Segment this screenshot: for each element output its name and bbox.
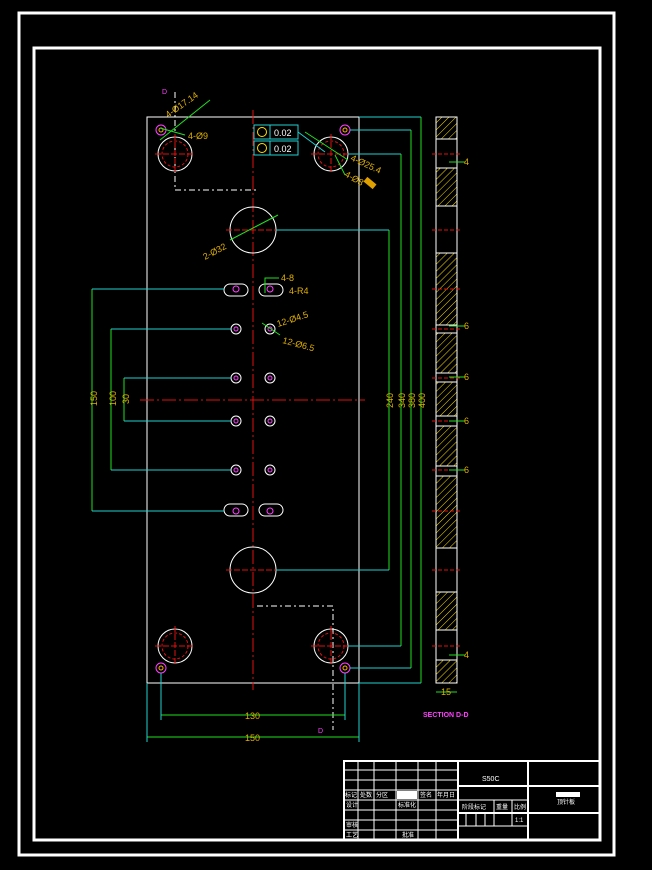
hatch-band-6 [435,425,458,467]
right-dimensions [276,116,422,684]
label-signature: 签名 [420,791,432,799]
section-dim-5: 6 [464,465,469,475]
hatch-band-4 [435,332,458,374]
pin-holes [230,323,276,476]
label-stage-mark: 阶段标记 [462,803,486,811]
title-block [343,760,601,841]
corner-hole-br [311,626,351,666]
section-line-top [174,92,257,191]
outer-border [17,11,616,857]
callout-slotR4: 4-R4 [289,286,309,296]
title-block-logo-bar [556,792,580,797]
section-dim-6: 4 [464,650,469,660]
bottom-dimensions [146,673,360,742]
slot-br [258,503,284,517]
label-mark: 标记 [345,791,357,799]
section-title: SECTION D-D [423,712,469,719]
dim-100-vertical: 100 [108,391,118,406]
part-name: 顶针板 [557,798,575,806]
corner-hole-tl [155,134,195,174]
corner-hole-bl [155,626,195,666]
hatch-band-9 [435,659,458,684]
title-block-filled-cell [397,791,417,799]
dim-150-horizontal: 150 [245,733,260,743]
label-standard: 标准化 [398,801,416,809]
callout-phi-small: 4-Ø8 [343,169,365,188]
small-hole-tr [339,124,351,136]
section-marker-top: D [162,89,167,96]
hatch-band-8 [435,591,458,631]
label-weight: 重量 [496,803,508,811]
section-dim-1: 4 [464,157,469,167]
label-zone: 分区 [376,791,388,799]
hatch-band-7 [435,475,458,549]
section-dim-4: 6 [464,416,469,426]
callout-phi17: 4-Ø17.14 [163,90,199,120]
label-process: 工艺 [346,831,358,839]
tolerance-value-1: 0.02 [274,128,292,138]
label-design: 设计 [346,801,358,809]
dim-340-vertical: 340 [397,393,407,408]
small-hole-br [339,662,351,674]
small-hole-tl [155,124,167,136]
small-hole-bl [155,662,167,674]
callout-slot8: 4-8 [281,273,294,283]
dim-400-vertical: 400 [417,393,427,408]
tolerance-frame-1: 0.02 [253,124,299,140]
dim-380-vertical: 380 [407,393,417,408]
label-scale: 比例 [514,803,526,811]
leader-marker [363,176,377,190]
label-count: 处数 [360,791,372,799]
hatch-band-2 [435,167,458,207]
slot-tr [258,283,284,297]
dim-130-horizontal: 130 [245,711,260,721]
hatch-band-1 [435,116,458,140]
hatch-band-5 [435,381,458,417]
tolerance-value-2: 0.02 [274,144,292,154]
dim-240-vertical: 240 [385,393,395,408]
callout-leaders [159,99,349,336]
dim-150-vertical: 150 [89,391,99,406]
label-approve: 批准 [402,831,414,839]
callout-phi65: 12-Ø6.5 [281,335,315,353]
callout-phi9: 4-Ø9 [188,131,208,141]
slot-tl [223,283,249,297]
section-line-bottom [257,605,334,730]
tolerance-frame-2: 0.02 [253,140,299,156]
label-date: 年月日 [437,791,455,799]
title-block-text: 标记 处数 分区 签名 年月日 设计 标准化 审核 工艺 批准 阶段标记 重量 … [345,776,575,839]
callout-phi32: 2-Ø32 [201,241,228,262]
slot-bl [223,503,249,517]
label-review: 审核 [346,821,358,829]
material: S50C [482,776,500,783]
section-view: 4 6 6 6 6 4 15 SECTION D-D [423,116,469,719]
tolerance-leader [297,131,326,153]
section-marker-bottom: D [318,728,323,735]
callout-phi45: 12-Ø4.5 [276,309,310,329]
left-dimensions [91,288,231,512]
section-dim-2: 6 [464,321,469,331]
section-dim-3: 6 [464,372,469,382]
plate-plan-view: D D [89,89,427,743]
inner-border [32,46,602,842]
section-thickness: 15 [441,687,451,697]
section-dim-leaders [436,161,465,693]
dim-30-vertical: 30 [121,394,131,404]
scale-value: 1:1 [515,818,524,824]
